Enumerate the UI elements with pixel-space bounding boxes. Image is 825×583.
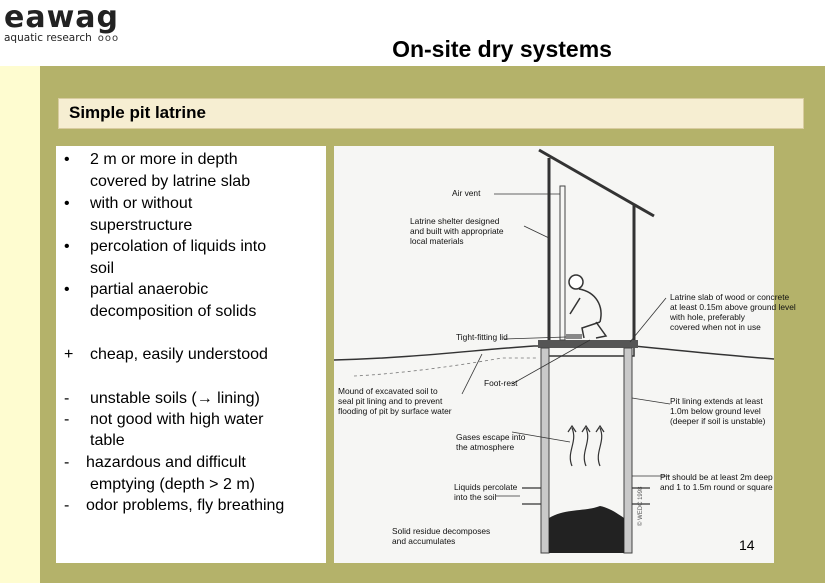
section-subtitle: Simple pit latrine bbox=[69, 103, 206, 122]
liquid-arrows bbox=[522, 487, 650, 505]
pro-marker: + bbox=[64, 346, 74, 363]
con-text: unstable soils (→ lining) bbox=[90, 390, 260, 407]
page-number: 14 bbox=[739, 537, 755, 553]
text-panel: • 2 m or more in depth covered by latrin… bbox=[56, 146, 326, 563]
label-depth: Pit should be at least 2m deep and 1 to … bbox=[660, 472, 773, 492]
con-text: emptying (depth > 2 m) bbox=[90, 476, 255, 493]
pro-text: cheap, easily understood bbox=[90, 346, 268, 363]
latrine-drawing bbox=[333, 148, 775, 554]
con-marker: - bbox=[64, 411, 70, 428]
con-marker: - bbox=[64, 497, 70, 514]
squatting-person bbox=[568, 274, 608, 339]
label-liquids: Liquids percolate into the soil bbox=[454, 482, 518, 502]
subtitle-box: Simple pit latrine bbox=[58, 98, 804, 129]
con-text: not good with high water bbox=[90, 411, 264, 428]
con-text: odor problems, fly breathing bbox=[86, 497, 285, 514]
con-text: hazardous and difficult bbox=[86, 454, 246, 471]
leader-lines bbox=[461, 193, 671, 497]
ground-line bbox=[333, 345, 775, 361]
label-mound: Mound of excavated soil to seal pit lini… bbox=[338, 386, 452, 416]
bullet-text: percolation of liquids into bbox=[90, 238, 267, 255]
solid-residue bbox=[549, 506, 624, 553]
tight-fitting-lid bbox=[566, 334, 582, 339]
mound-fill-line bbox=[353, 357, 538, 377]
bullet-text: with or without bbox=[90, 195, 193, 212]
bullet-marker: • bbox=[64, 281, 70, 298]
left-margin-bar bbox=[0, 66, 40, 583]
bullet-marker: • bbox=[64, 238, 70, 255]
con-marker: - bbox=[64, 390, 70, 407]
latrine-slab bbox=[538, 340, 638, 348]
gas-arrows bbox=[567, 424, 605, 467]
shelter-roof bbox=[538, 148, 655, 218]
label-gases: Gases escape into the atmosphere bbox=[456, 432, 526, 452]
bullet-marker: • bbox=[64, 195, 70, 212]
bullet-text: 2 m or more in depth bbox=[90, 151, 238, 168]
con-text: table bbox=[90, 432, 125, 449]
label-solids: Solid residue decomposes and accumulates bbox=[392, 526, 491, 546]
logo-word: eawag bbox=[4, 0, 120, 35]
pit-lining-right bbox=[623, 347, 633, 554]
label-lid: Tight-fitting lid bbox=[456, 332, 508, 342]
bullet-text: soil bbox=[90, 260, 115, 277]
copyright-mark: © WEDC 1998 bbox=[638, 486, 644, 526]
bullet-text: superstructure bbox=[90, 217, 193, 234]
bullet-text: partial anaerobic bbox=[90, 281, 209, 298]
label-air-vent: Air vent bbox=[452, 188, 481, 198]
label-foot-rest: Foot-rest bbox=[484, 378, 518, 388]
label-shelter: Latrine shelter designed and built with … bbox=[410, 216, 504, 246]
air-vent-pipe bbox=[559, 185, 566, 341]
bullet-text: decomposition of solids bbox=[90, 303, 257, 320]
pit-latrine-diagram: Air vent Latrine shelter designed and bu… bbox=[333, 146, 796, 563]
bullet-marker: • bbox=[64, 151, 70, 168]
label-slab: Latrine slab of wood or concrete at leas… bbox=[670, 292, 796, 332]
pit-lining-left bbox=[540, 347, 550, 554]
con-marker: - bbox=[64, 454, 70, 471]
bullet-text: covered by latrine slab bbox=[90, 173, 251, 190]
label-lining: Pit lining extends at least 1.0m below g… bbox=[670, 396, 766, 426]
page-title: On-site dry systems bbox=[218, 34, 786, 67]
